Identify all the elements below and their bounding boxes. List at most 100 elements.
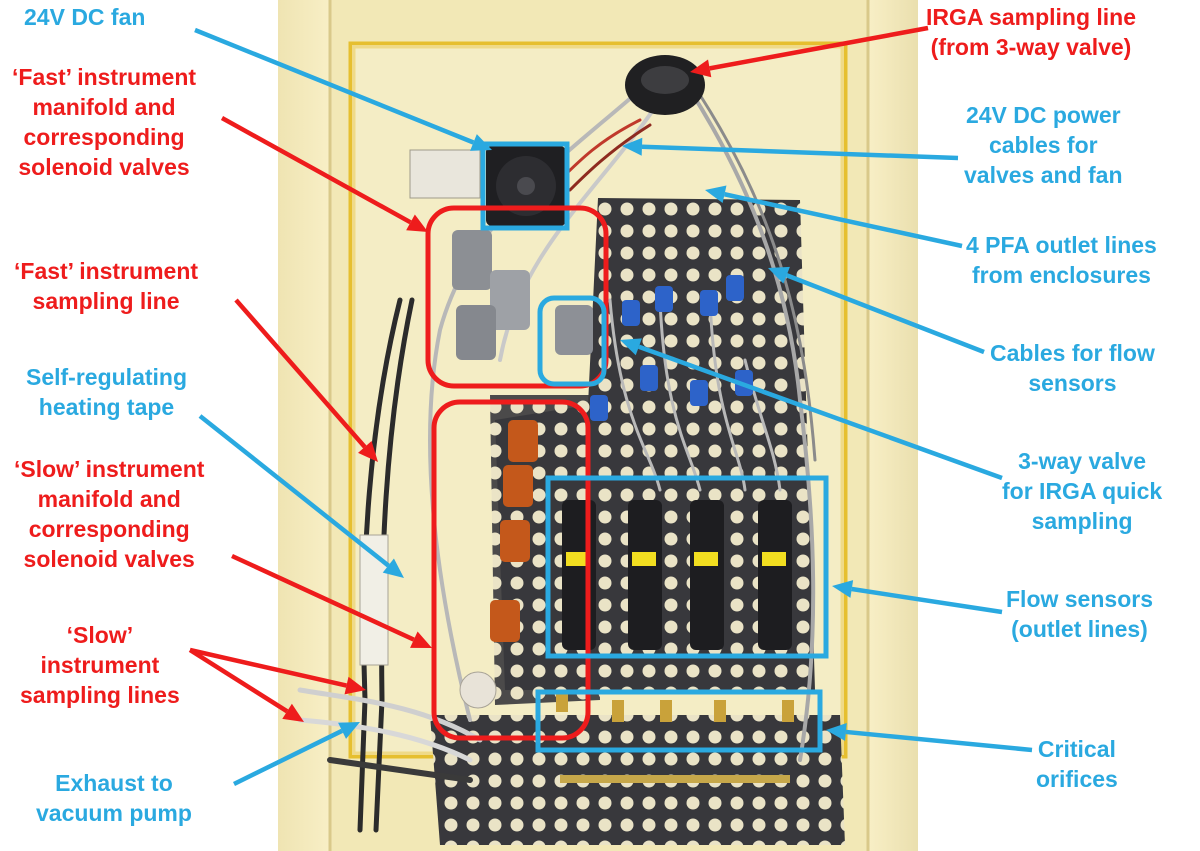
- label-line: Exhaust to: [55, 770, 173, 796]
- label-heating-tape: Self-regulating heating tape: [26, 362, 187, 422]
- arrow-flow-sensors-head: [832, 580, 854, 598]
- label-line: manifold and: [32, 94, 176, 120]
- arrow-power-cables: [622, 137, 959, 161]
- arrow-fast-manifold-shaft: [220, 116, 412, 225]
- arrow-heating-tape-head: [382, 558, 404, 578]
- label-line: for IRGA quick: [1002, 478, 1163, 504]
- label-line: 3-way valve: [1018, 448, 1147, 474]
- label-line: 24V DC power: [965, 102, 1121, 128]
- arrow-slow-manifold: [231, 553, 432, 648]
- label-line: valves and fan: [964, 162, 1123, 188]
- label-line: (from 3-way valve): [930, 34, 1132, 60]
- label-line: from enclosures: [971, 262, 1151, 288]
- arrow-three-way: [620, 338, 1003, 481]
- arrow-exhaust-head: [338, 722, 360, 739]
- arrow-slow-line-2-head: [282, 703, 304, 722]
- label-fast-manifold: ‘Fast’ instrument manifold and correspondi…: [12, 62, 196, 182]
- arrow-slow-line-2-shaft: [188, 648, 289, 714]
- arrow-fast-line-head: [358, 441, 378, 462]
- arrow-irga-line: [690, 25, 929, 78]
- arrow-irga-line-head: [690, 59, 712, 78]
- label-line: orifices: [1036, 766, 1118, 792]
- label-flow-cables: Cables for flow sensors: [990, 338, 1155, 398]
- highlight-fast-manifold: [425, 205, 609, 389]
- arrow-power-cables-shaft: [641, 144, 959, 161]
- label-line: Flow sensors: [1006, 586, 1153, 612]
- label-line: solenoid valves: [18, 154, 190, 180]
- label-line: corresponding: [28, 516, 190, 542]
- arrow-power-cables-head: [622, 137, 643, 156]
- label-exhaust: Exhaust to vacuum pump: [36, 768, 192, 828]
- highlight-three-way-valve: [537, 295, 607, 387]
- label-line: sampling line: [32, 288, 180, 314]
- arrow-fast-line: [234, 298, 378, 462]
- label-line: (outlet lines): [1011, 616, 1148, 642]
- label-line: 4 PFA outlet lines: [966, 232, 1157, 258]
- highlight-flow-sensors: [545, 475, 829, 659]
- label-line: sampling: [1031, 508, 1133, 534]
- arrow-three-way-shaft: [638, 344, 1003, 481]
- arrow-heating-tape-shaft: [198, 414, 390, 568]
- arrow-slow-line-1: [189, 647, 366, 695]
- critical-orifice-icon: [556, 690, 794, 783]
- arrow-orifices-head: [826, 722, 847, 741]
- arrow-slow-line-1-shaft: [189, 647, 347, 688]
- label-line: Critical: [1037, 736, 1116, 762]
- label-line: corresponding: [23, 124, 185, 150]
- solenoid-valve-icon: [452, 230, 593, 709]
- arrow-orifices-shaft: [845, 729, 1033, 753]
- arrow-slow-line-1-head: [344, 676, 366, 695]
- arrow-slow-manifold-shaft: [231, 553, 415, 642]
- arrow-fan-head: [470, 134, 492, 151]
- arrow-fast-line-shaft: [234, 298, 367, 449]
- arrow-pfa-lines: [705, 185, 963, 249]
- irga-fitting: [625, 55, 705, 115]
- arrow-flow-cables-shaft: [785, 273, 985, 355]
- arrow-flow-sensors-shaft: [851, 586, 1003, 615]
- highlight-fan-box: [480, 141, 570, 231]
- arrow-orifices: [826, 722, 1033, 753]
- label-line: ‘Slow’: [66, 622, 134, 648]
- blue-fittings: [590, 275, 753, 421]
- label-line: cables for: [988, 132, 1098, 158]
- label-irga-line: IRGA sampling line (from 3-way valve): [926, 2, 1136, 62]
- arrow-pfa-lines-shaft: [724, 192, 963, 249]
- label-orifices: Critical orifices: [1036, 734, 1118, 794]
- label-line: IRGA sampling line: [926, 4, 1137, 30]
- label-slow-lines: ‘Slow’ instrument sampling lines: [20, 620, 180, 710]
- label-line: sensors: [1028, 370, 1117, 396]
- arrow-fast-manifold: [220, 116, 428, 232]
- flow-sensor-icon: [562, 500, 792, 650]
- label-line: Cables for flow: [990, 340, 1155, 366]
- label-line: sampling lines: [20, 682, 180, 708]
- arrow-exhaust-shaft: [233, 728, 344, 787]
- label-fast-line: ‘Fast’ instrument sampling line: [14, 256, 198, 316]
- label-power-cables: 24V DC power cables for valves and fan: [964, 100, 1123, 190]
- label-line: vacuum pump: [36, 800, 192, 826]
- label-line: ‘Fast’ instrument: [14, 258, 199, 284]
- highlight-slow-manifold: [431, 399, 591, 741]
- arrow-irga-line-shaft: [709, 25, 929, 71]
- label-three-way: 3-way valve for IRGA quick sampling: [1002, 446, 1162, 536]
- arrow-slow-line-2: [188, 648, 304, 722]
- label-line: ‘Fast’ instrument: [12, 64, 197, 90]
- arrow-flow-cables: [768, 266, 985, 355]
- label-line: Self-regulating: [26, 364, 188, 390]
- label-line: 24V DC fan: [24, 4, 146, 30]
- arrow-fan: [194, 27, 492, 151]
- arrow-heating-tape: [198, 414, 404, 578]
- label-line: solenoid valves: [23, 546, 195, 572]
- label-flow-sensors: Flow sensors (outlet lines): [1006, 584, 1153, 644]
- highlight-orifices: [535, 689, 823, 753]
- label-line: heating tape: [38, 394, 175, 420]
- label-pfa-lines: 4 PFA outlet lines from enclosures: [966, 230, 1157, 290]
- fan-icon: [486, 146, 566, 226]
- label-line: instrument: [40, 652, 160, 678]
- arrow-fan-shaft: [194, 27, 475, 145]
- label-fan: 24V DC fan: [24, 2, 145, 32]
- arrow-exhaust: [233, 722, 360, 787]
- arrow-slow-manifold-head: [410, 631, 432, 648]
- arrow-flow-cables-head: [768, 266, 790, 284]
